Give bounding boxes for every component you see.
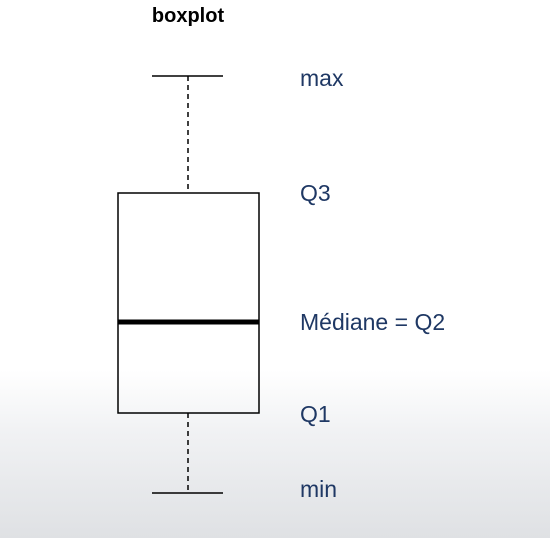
- interquartile-box: [117, 192, 260, 414]
- diagram-title: boxplot: [152, 5, 225, 27]
- label-median: Médiane = Q2: [300, 309, 445, 335]
- label-min: min: [300, 476, 337, 502]
- label-max: max: [300, 65, 344, 91]
- label-q1: Q1: [300, 401, 331, 427]
- label-q3: Q3: [300, 180, 331, 206]
